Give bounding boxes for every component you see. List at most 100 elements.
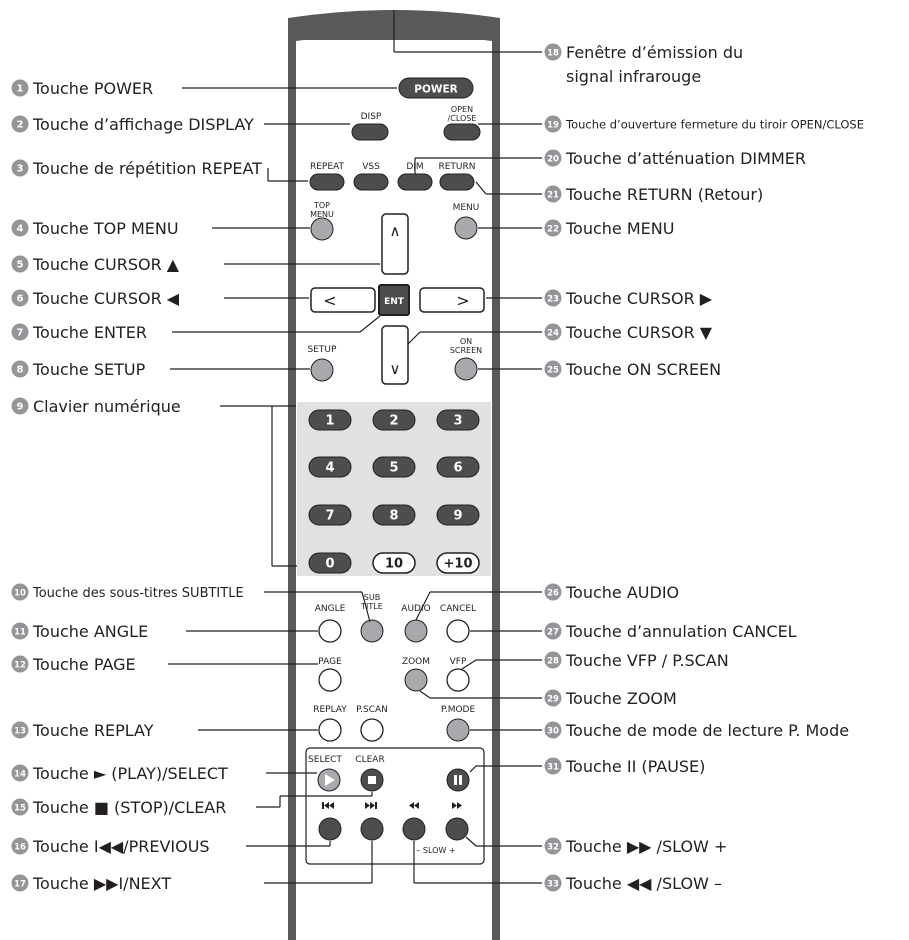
key-6[interactable]	[436, 456, 480, 478]
menu-button[interactable]	[454, 216, 478, 240]
svg-text:Touche TOP MENU: Touche TOP MENU	[32, 219, 179, 238]
callout-24: 24 Touche CURSOR ▼	[544, 323, 713, 342]
svg-text:19: 19	[547, 121, 559, 131]
svg-text:Clavier numérique: Clavier numérique	[33, 397, 181, 416]
svg-text:6: 6	[17, 294, 24, 305]
svg-text:Touche ▶▶I/NEXT: Touche ▶▶I/NEXT	[32, 874, 171, 893]
svg-text:26: 26	[547, 589, 559, 599]
on-screen-label-1: ON	[460, 337, 472, 346]
key-8[interactable]	[372, 504, 416, 526]
open-close-button[interactable]	[443, 123, 481, 141]
key-9[interactable]	[436, 504, 480, 526]
svg-text:22: 22	[547, 225, 559, 235]
key-3-label: 3	[453, 414, 462, 429]
cursor-down-button[interactable]: ∨	[381, 325, 409, 385]
key-5-label: 5	[389, 461, 398, 476]
setup-button[interactable]	[310, 358, 334, 382]
key-3[interactable]	[436, 409, 480, 431]
cursor-right-glyph: >	[456, 291, 469, 310]
callout-25: 25 Touche ON SCREEN	[544, 360, 721, 379]
callout-23: 23 Touche CURSOR ▶	[544, 289, 713, 308]
pscan-button[interactable]	[360, 718, 384, 742]
angle-button[interactable]	[318, 619, 342, 643]
key-7[interactable]	[308, 504, 352, 526]
callout-20: 20 Touche d’atténuation DIMMER	[544, 149, 806, 168]
next-button[interactable]	[360, 817, 384, 841]
svg-text:13: 13	[14, 727, 26, 737]
stop-clear-button[interactable]	[360, 768, 384, 792]
slow-label: – SLOW +	[416, 846, 455, 855]
cancel-button[interactable]	[446, 619, 470, 643]
callout-17: 17 Touche ▶▶I/NEXT	[11, 874, 171, 893]
svg-text:15: 15	[14, 804, 26, 814]
svg-text:Touche PAGE: Touche PAGE	[32, 655, 136, 674]
pause-icon	[454, 775, 457, 785]
svg-text:Touche I◀◀/PREVIOUS: Touche I◀◀/PREVIOUS	[32, 837, 210, 856]
cursor-up-button[interactable]: ∧	[381, 213, 409, 275]
vfp-label: VFP	[450, 657, 467, 667]
svg-text:Touche SETUP: Touche SETUP	[32, 360, 146, 379]
setup-label: SETUP	[308, 345, 337, 355]
callout-8: 8 Touche SETUP	[11, 360, 146, 379]
previous-icon	[322, 802, 334, 809]
key-1-label: 1	[325, 414, 334, 429]
pmode-label: P.MODE	[441, 705, 476, 715]
slow-plus-button[interactable]	[445, 817, 469, 841]
rewind-icon	[409, 802, 419, 809]
svg-text:30: 30	[547, 727, 559, 737]
play-select-button[interactable]	[317, 768, 341, 792]
key-plus10[interactable]	[436, 552, 480, 574]
svg-text:16: 16	[14, 843, 26, 853]
svg-text:21: 21	[547, 191, 559, 201]
audio-button[interactable]	[404, 619, 428, 643]
svg-text:20: 20	[547, 155, 559, 165]
subtitle-label-1: SUB	[364, 593, 380, 602]
svg-text:Touche ENTER: Touche ENTER	[32, 323, 147, 342]
page-button[interactable]	[318, 668, 342, 692]
svg-text:Touche CURSOR ◀: Touche CURSOR ◀	[32, 289, 180, 308]
callout-22: 22 Touche MENU	[544, 219, 674, 238]
zoom-button[interactable]	[404, 668, 428, 692]
dim-button[interactable]	[397, 173, 433, 191]
slow-minus-button[interactable]	[402, 817, 426, 841]
replay-button[interactable]	[318, 718, 342, 742]
key-0[interactable]	[308, 552, 352, 574]
disp-button[interactable]	[351, 123, 389, 141]
repeat-button[interactable]	[309, 173, 345, 191]
svg-text:10: 10	[14, 589, 26, 599]
power-button[interactable]: POWER	[398, 77, 474, 99]
key-5[interactable]	[372, 456, 416, 478]
callout-2: 2 Touche d’affichage DISPLAY	[11, 115, 254, 134]
keypad-area	[297, 402, 491, 576]
page-label: PAGE	[318, 657, 342, 667]
key-0-label: 0	[325, 557, 334, 572]
key-10[interactable]	[372, 552, 416, 574]
svg-text:Touche d’affichage DISPLAY: Touche d’affichage DISPLAY	[32, 115, 254, 134]
key-4[interactable]	[308, 456, 352, 478]
return-button[interactable]	[439, 173, 475, 191]
svg-text:Fenêtre d’émission du: Fenêtre d’émission du	[566, 43, 743, 62]
cursor-right-button[interactable]: >	[419, 287, 485, 313]
callout-33: 33 Touche ◀◀ /SLOW –	[544, 874, 722, 893]
leader-lines	[168, 10, 542, 884]
key-1[interactable]	[308, 409, 352, 431]
top-menu-button[interactable]	[310, 217, 334, 241]
enter-button[interactable]: ENT	[378, 284, 410, 316]
pmode-button[interactable]	[446, 718, 470, 742]
menu-label: MENU	[453, 203, 480, 213]
on-screen-button[interactable]	[454, 357, 478, 381]
subtitle-button[interactable]	[360, 619, 384, 643]
svg-text:signal infrarouge: signal infrarouge	[566, 67, 701, 86]
vfp-button[interactable]	[446, 668, 470, 692]
svg-text:17: 17	[14, 880, 26, 890]
pause-button[interactable]	[446, 768, 470, 792]
transport-panel	[305, 747, 485, 865]
key-2[interactable]	[372, 409, 416, 431]
cursor-left-button[interactable]: <	[310, 287, 376, 313]
vss-button[interactable]	[353, 173, 389, 191]
play-icon	[325, 774, 335, 786]
replay-label: REPLAY	[313, 705, 347, 715]
svg-text:7: 7	[17, 328, 24, 339]
previous-button[interactable]	[318, 817, 342, 841]
